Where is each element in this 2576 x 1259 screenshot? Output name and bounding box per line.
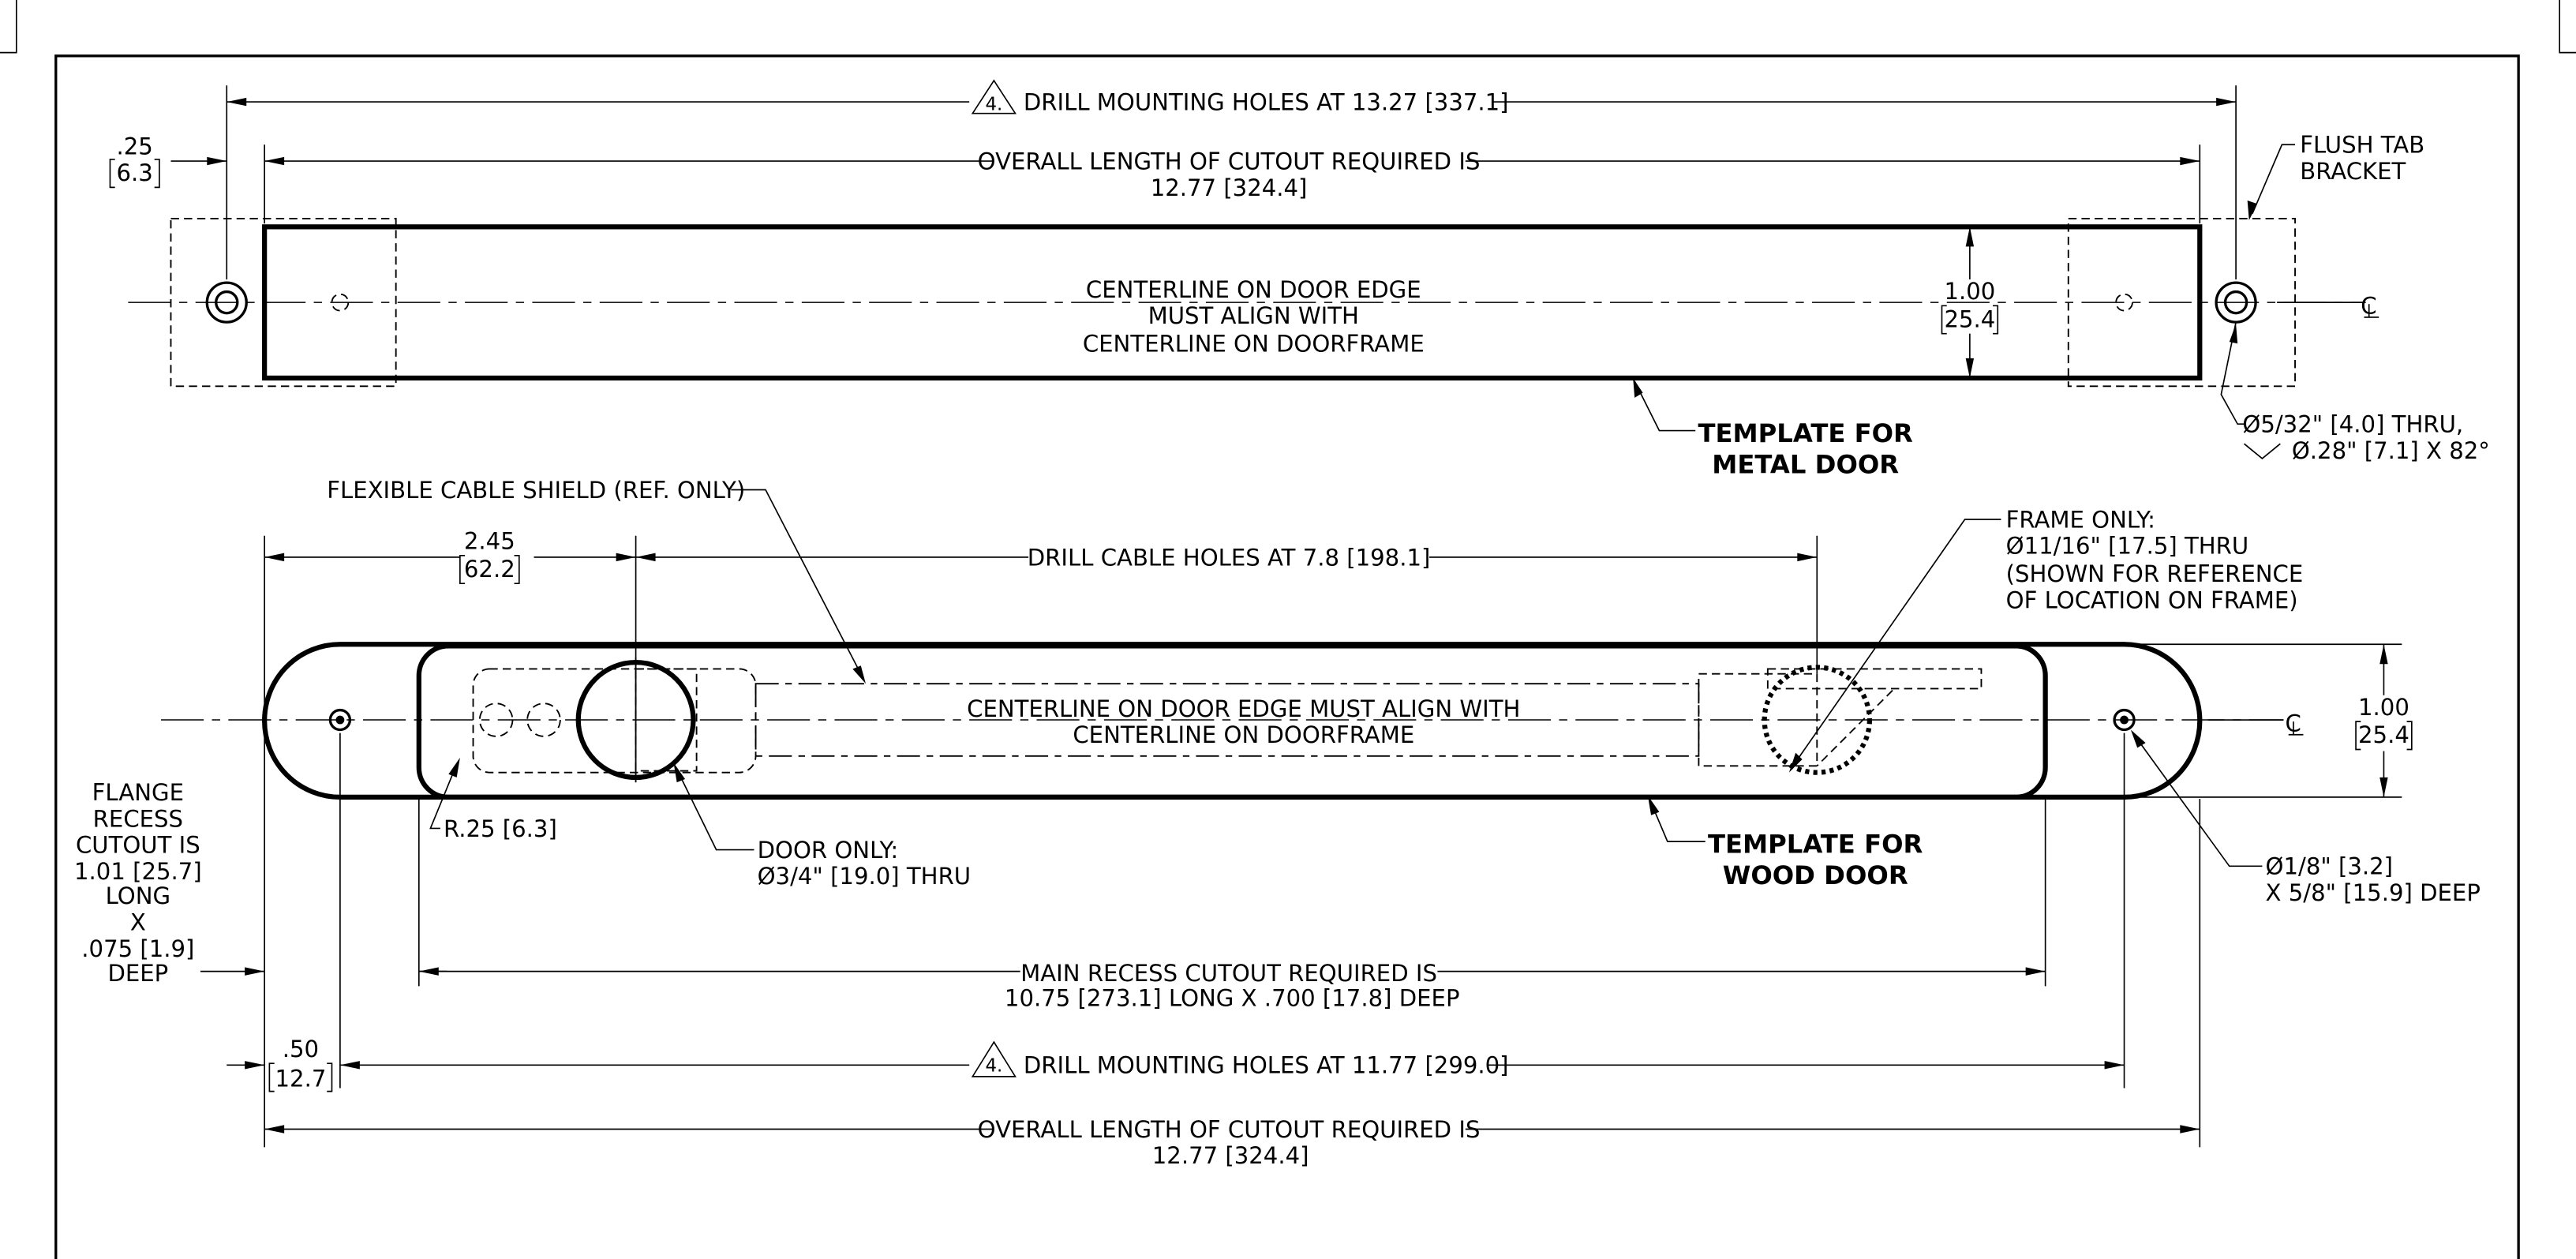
drill-holes-flag-triangle [971, 79, 1017, 114]
cable-shield-note: FLEXIBLE CABLE SHIELD (REF. ONLY) [327, 477, 745, 504]
wood-template-label-line2: WOOD DOOR [1723, 860, 1908, 890]
wood-hole-callout-line1: Ø1/8" [3.2] [2266, 853, 2393, 880]
wood-mounting-hole-left [328, 708, 352, 732]
frame-only-line1: FRAME ONLY: [2006, 506, 2155, 533]
metal-door-template: 4. DRILL MOUNTING HOLES AT 13.27 [337.1]… [109, 79, 2490, 480]
wood-template-label-line1: TEMPLATE FOR [1708, 830, 1923, 860]
wood-drill-flag: 4. [985, 1056, 1002, 1077]
flange-note-line2: RECESS [93, 805, 183, 832]
wood-height-inches: 1.00 [2358, 694, 2409, 721]
flange-note-line4: 1.01 [25.7] [74, 858, 202, 885]
frame-only-line4: OF LOCATION ON FRAME) [2006, 586, 2298, 613]
flange-note-line7: .075 [1.9] [81, 935, 194, 962]
flush-tab-line2: BRACKET [2300, 158, 2406, 185]
cable-shield-end-left [472, 668, 757, 774]
drill-holes-note: DRILL MOUNTING HOLES AT 13.27 [337.1] [1024, 89, 1509, 116]
wood-overall-length-line1: OVERALL LENGTH OF CUTOUT REQUIRED IS [978, 1116, 1481, 1143]
mounting-hole-left [205, 281, 248, 324]
wood-centerline-line2: CENTERLINE ON DOORFRAME [1073, 721, 1414, 748]
wood-centerline-line1: CENTERLINE ON DOOR EDGE MUST ALIGN WITH [967, 695, 1520, 722]
template-label-line1: TEMPLATE FOR [1698, 418, 1914, 448]
flange-note-line5: LONG [106, 882, 170, 909]
wood-hole-callout-line2: X 5/8" [15.9] DEEP [2266, 879, 2481, 906]
drill-holes-flag: 4. [985, 95, 1002, 115]
wood-mounting-hole-right [2113, 708, 2136, 732]
cable-offset-mm: 62.2 [464, 556, 515, 583]
wood-drill-flag-triangle [971, 1040, 1017, 1077]
height-inches: 1.00 [1944, 278, 1995, 305]
wood-overall-length-line2: 12.77 [324.4] [1152, 1142, 1309, 1169]
bracket-hole-right [2115, 293, 2133, 312]
flange-note-line3: CUTOUT IS [76, 832, 200, 859]
wood-centerline-symbol: C [2286, 710, 2304, 737]
countersink-symbol [2243, 443, 2281, 460]
hole-callout-line1: Ø5/32" [4.0] THRU, [2242, 411, 2463, 438]
door-only-line2: Ø3/4" [19.0] THRU [758, 863, 971, 890]
overall-length-line2: 12.77 [324.4] [1151, 174, 1308, 201]
frame-only-line2: Ø11/16" [17.5] THRU [2006, 533, 2249, 560]
wood-door-template: FLEXIBLE CABLE SHIELD (REF. ONLY) 2.45 6… [74, 477, 2481, 1169]
flange-note-line1: FLANGE [92, 779, 184, 806]
door-only-line1: DOOR ONLY: [758, 837, 899, 864]
wood-height-mm: 25.4 [2358, 721, 2409, 748]
wood-drill-holes-note: DRILL MOUNTING HOLES AT 11.77 [299.0] [1024, 1052, 1509, 1079]
cable-offset-inches: 2.45 [464, 527, 515, 554]
centerline-note-line1: CENTERLINE ON DOOR EDGE [1086, 276, 1421, 303]
offset-inches: .25 [117, 133, 153, 160]
radius-note: R.25 [6.3] [444, 815, 557, 842]
bracket-hole-left [331, 293, 350, 312]
centerline-note-line2: MUST ALIGN WITH [1148, 302, 1359, 329]
offset-mm: 6.3 [117, 159, 153, 186]
centerline-symbol: C [2361, 293, 2379, 320]
main-recess-line2: 10.75 [273.1] LONG X .700 [17.8] DEEP [1005, 984, 1460, 1011]
flush-tab-line1: FLUSH TAB [2300, 132, 2424, 159]
flange-outline [262, 642, 2203, 800]
edge-offset-inches: .50 [283, 1036, 319, 1062]
height-mm: 25.4 [1944, 305, 1995, 332]
hole-callout-line2: Ø.28" [7.1] X 82° [2292, 437, 2490, 464]
main-recess-outline [416, 643, 2048, 800]
edge-offset-mm: 12.7 [275, 1065, 327, 1092]
overall-length-line1: OVERALL LENGTH OF CUTOUT REQUIRED IS [978, 148, 1481, 174]
centerline-note-line3: CENTERLINE ON DOORFRAME [1083, 331, 1425, 358]
flange-note-line6: X [130, 909, 146, 936]
flange-note-line8: DEEP [107, 960, 168, 987]
template-label-line2: METAL DOOR [1712, 450, 1899, 480]
drill-cable-note: DRILL CABLE HOLES AT 7.8 [198.1] [1028, 544, 1431, 571]
main-recess-line1: MAIN RECESS CUTOUT REQUIRED IS [1020, 960, 1437, 987]
frame-only-line3: (SHOWN FOR REFERENCE [2006, 560, 2304, 587]
